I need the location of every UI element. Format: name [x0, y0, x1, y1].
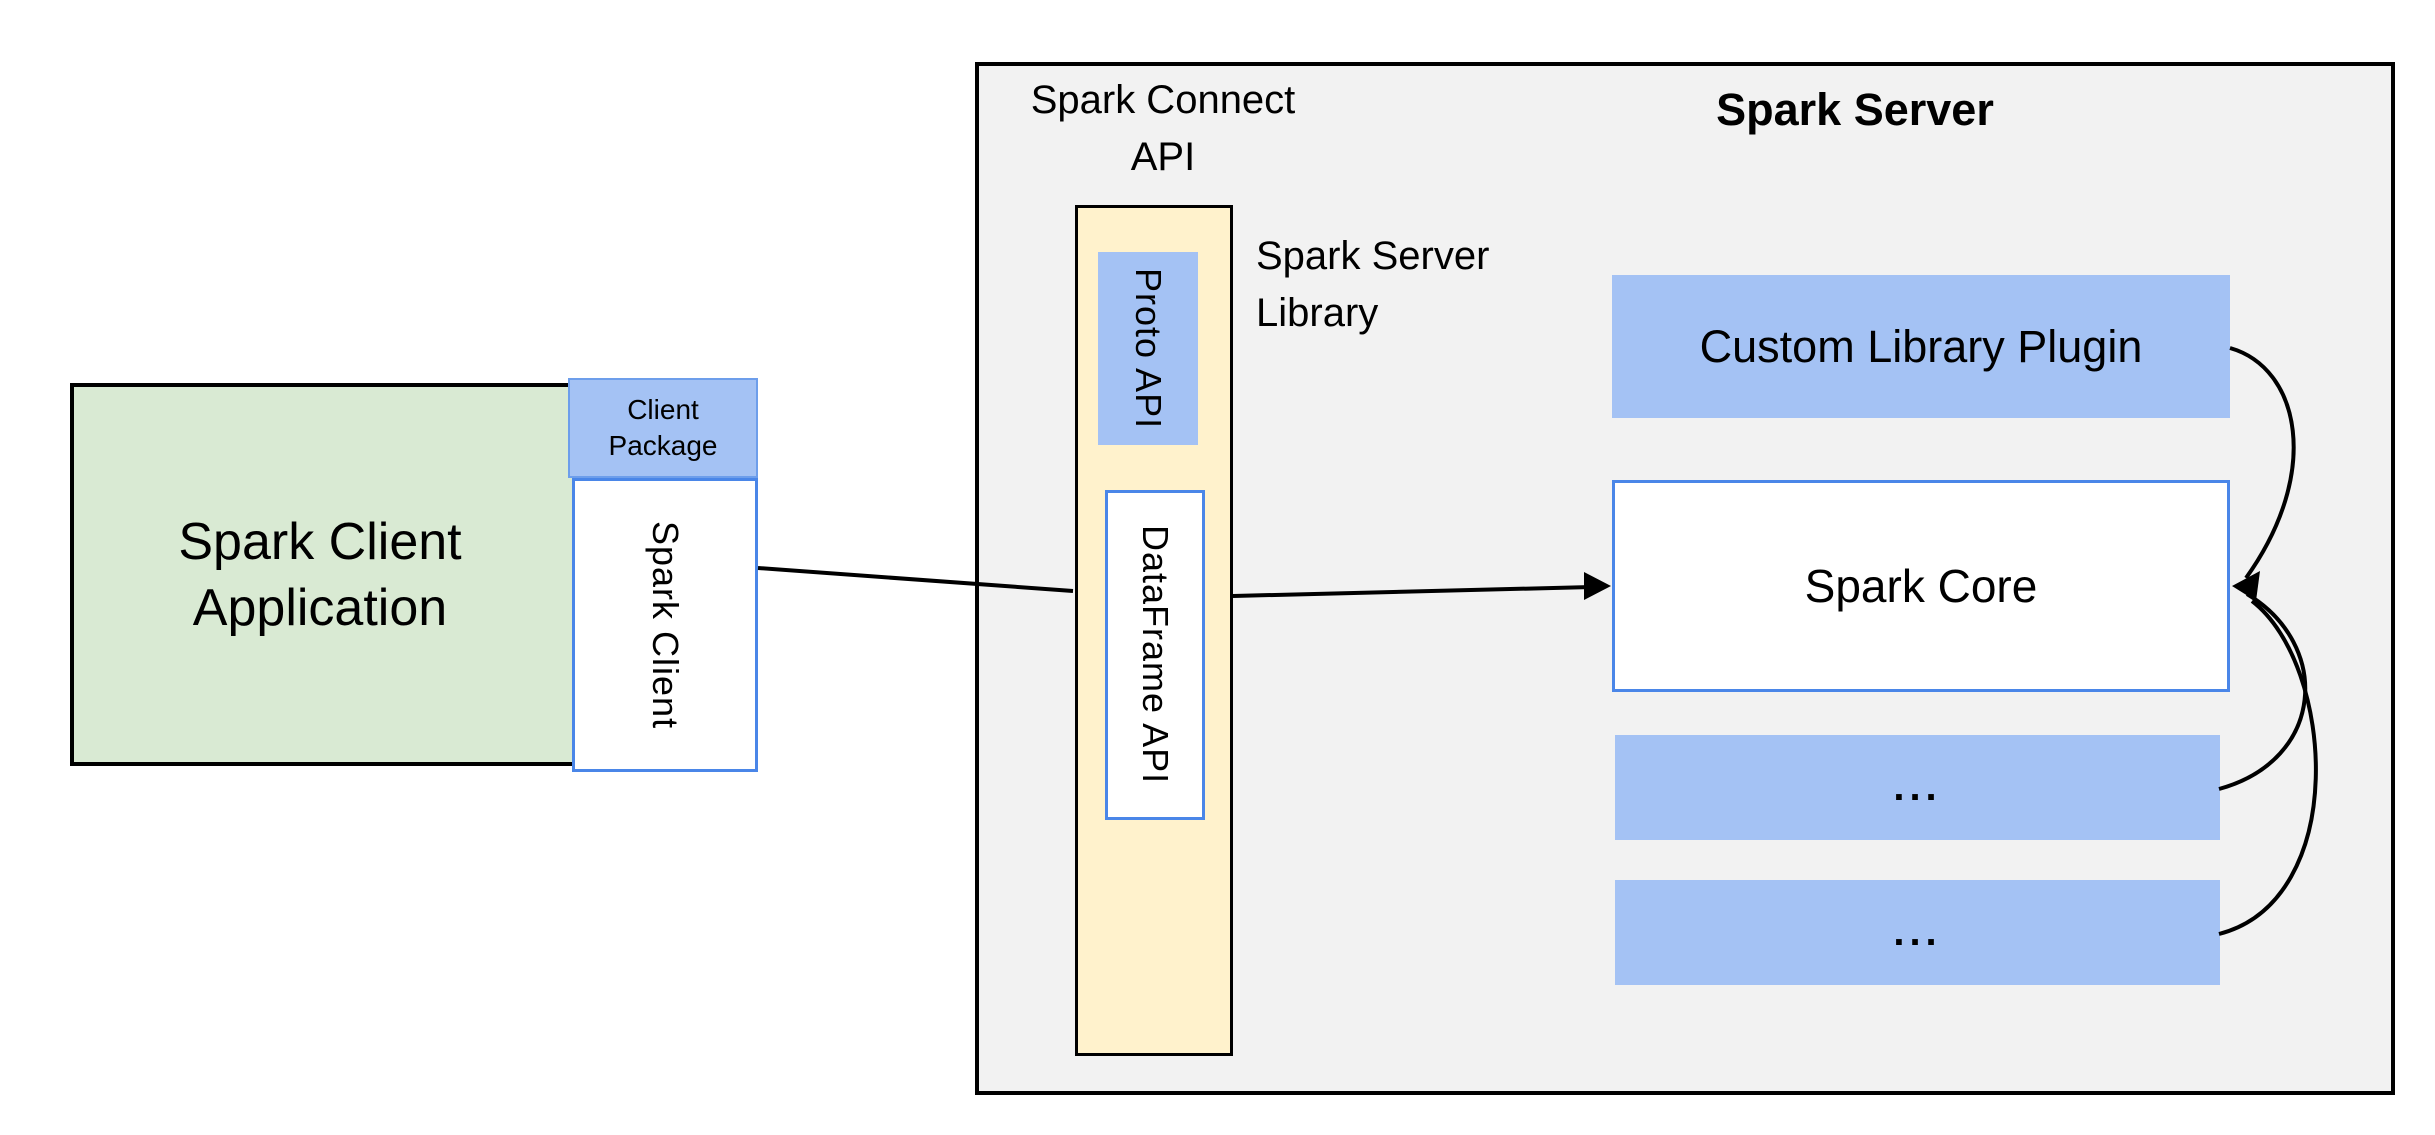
- spark-connect-api-label: Spark Connect API: [1010, 72, 1316, 186]
- spark-server-library-label: Spark Server Library: [1256, 228, 1596, 342]
- spark-core-label: Spark Core: [1804, 560, 2038, 612]
- dataframe-api-label: DataFrame API: [1135, 525, 1176, 785]
- spark-client-box: Spark Client: [572, 478, 758, 772]
- custom-library-plugin-box: Custom Library Plugin: [1612, 275, 2230, 418]
- spark-client-label: Spark Client: [645, 520, 686, 730]
- plugin-placeholder-box-2: ...: [1615, 880, 2220, 985]
- spark-server-library-label-line1: Spark Server: [1256, 234, 1490, 278]
- plugin-placeholder-box-1: ...: [1615, 735, 2220, 840]
- spark-connect-api-label-line1: Spark Connect: [1030, 78, 1296, 122]
- spark-client-application-label-line2: Application: [192, 578, 448, 637]
- spark-client-application-label: Spark Client Application: [70, 383, 570, 766]
- client-package-label-line1: Client: [627, 394, 699, 425]
- client-package-box: Client Package: [568, 378, 758, 478]
- custom-library-plugin-label: Custom Library Plugin: [1699, 320, 2143, 372]
- plugin-placeholder-label-1: ...: [1893, 765, 1942, 809]
- spark-client-application-label-line1: Spark Client: [178, 512, 462, 571]
- proto-api-label: Proto API: [1128, 267, 1169, 430]
- dataframe-api-box: DataFrame API: [1105, 490, 1205, 820]
- client-package-label-line2: Package: [608, 430, 718, 461]
- plugin-placeholder-label-2: ...: [1893, 910, 1942, 954]
- spark-connect-api-label-line2: API: [1130, 135, 1196, 179]
- spark-core-box: Spark Core: [1612, 480, 2230, 692]
- spark-server-library-label-line2: Library: [1256, 291, 1379, 335]
- proto-api-box: Proto API: [1098, 252, 1198, 445]
- spark-server-title: Spark Server: [1716, 84, 1994, 135]
